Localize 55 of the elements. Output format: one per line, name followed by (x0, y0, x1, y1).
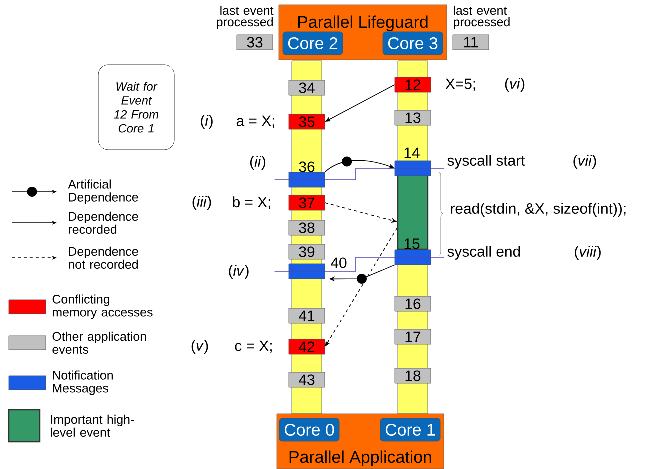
event-box: 41 (288, 308, 326, 324)
event-box: 37 (288, 195, 326, 211)
step-marker: (vii) (574, 155, 596, 169)
legend-text: Notification Messages (53, 370, 113, 396)
code-label: b = X; (233, 196, 270, 210)
core-label: Core 3 (382, 32, 444, 56)
event-box: 33 (236, 34, 274, 50)
node-label: last event processed (454, 6, 510, 30)
step-marker: (i) (201, 115, 213, 129)
core-label: Core 2 (282, 32, 344, 56)
notification-box (394, 250, 432, 266)
legend-text: Conflicting memory accesses (52, 294, 153, 320)
event-number: 15 (404, 238, 420, 250)
legend-text: Dependence recorded (69, 212, 138, 234)
event-box: 17 (394, 329, 432, 345)
notification-box (288, 264, 326, 280)
event-number: 14 (404, 148, 420, 158)
legend-text: Important high-level event (51, 414, 134, 438)
high-level-event-box (397, 174, 429, 250)
event-box: 12 (394, 77, 432, 93)
notification-box (288, 172, 326, 188)
code-label: X=5; (446, 78, 476, 92)
legend-text: Other application events (52, 332, 146, 354)
notification-line (274, 168, 445, 180)
note-box: Wait for Event 12 From Core 1 (98, 64, 175, 150)
event-box: 34 (288, 80, 326, 96)
event-box: 39 (288, 244, 326, 260)
code-label: syscall start (448, 155, 526, 169)
step-marker: (v) (192, 340, 208, 354)
step-marker: (ii) (250, 156, 266, 170)
notification-box (394, 160, 432, 176)
node-label: last event processed (217, 6, 274, 30)
event-box: 16 (394, 296, 432, 312)
notification-line (274, 257, 445, 272)
event-box: 35 (288, 114, 326, 130)
code-label: syscall end (448, 246, 520, 260)
step-marker: (iv) (229, 265, 249, 279)
legend-text: Dependence not recorded (69, 246, 138, 270)
core-label: Core 0 (279, 418, 340, 442)
code-label: c = X; (235, 340, 272, 354)
event-box: 43 (288, 372, 326, 388)
event-box: 42 (288, 339, 326, 355)
code-label: a = X; (236, 116, 274, 128)
step-marker: (iii) (192, 196, 212, 210)
step-marker: (viii) (575, 246, 601, 260)
event-box: 18 (394, 368, 432, 384)
event-number: 36 (299, 162, 315, 172)
core-label: Core 1 (380, 418, 441, 442)
step-marker: (vi) (505, 78, 525, 92)
event-box: 38 (288, 220, 326, 236)
legend-text: Artificial Dependence (68, 180, 138, 204)
event-box: 13 (394, 110, 432, 126)
event-box: 11 (452, 34, 490, 50)
event-number: 40 (331, 258, 347, 268)
code-text: read(stdin, &X, sizeof(int)); (451, 203, 626, 217)
